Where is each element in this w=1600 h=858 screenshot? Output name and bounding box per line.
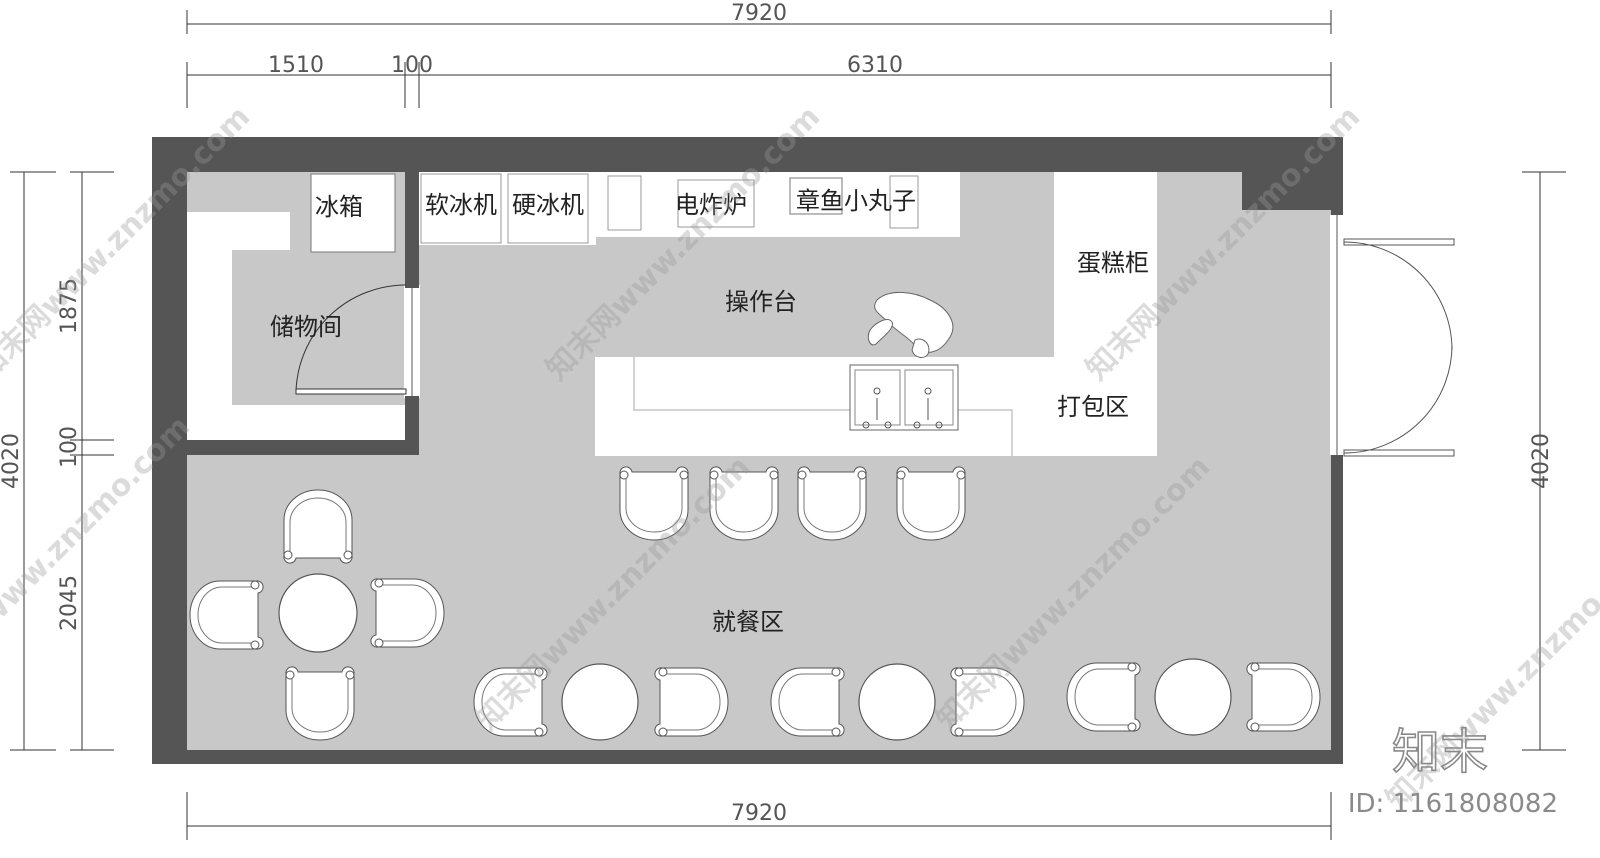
floor (187, 172, 1331, 750)
dim-left-wall: 100 (57, 426, 82, 468)
dim-right-total: 4020 (1529, 433, 1554, 489)
entrance-doors (1343, 238, 1455, 457)
chair (1066, 662, 1141, 732)
fridge (310, 173, 396, 253)
watermark-id: ID: 1161808082 (1348, 789, 1558, 819)
dim-left-total: 4020 (0, 433, 24, 489)
dim-bottom-total: 7920 (731, 801, 787, 826)
dim-top-right: 6310 (847, 53, 903, 78)
dim-top-wall: 100 (391, 53, 433, 78)
round-table (278, 573, 358, 653)
label-electric-fryer: 电炸炉 (675, 191, 747, 219)
front-counter (595, 357, 1157, 456)
chair (189, 580, 264, 650)
dim-top-left: 1510 (268, 53, 324, 78)
table-set-1 (473, 663, 729, 741)
label-workbench: 操作台 (725, 288, 797, 316)
sink (849, 364, 959, 431)
cake-cabinet (1054, 172, 1157, 357)
round-table (858, 663, 936, 741)
round-table (1154, 658, 1232, 736)
label-takoyaki: 章鱼小丸子 (796, 187, 916, 215)
chair (770, 667, 845, 737)
worker-figure (867, 292, 954, 358)
round-table (561, 663, 639, 741)
chair (896, 466, 966, 541)
dim-left-upper: 1875 (57, 278, 82, 334)
label-fridge: 冰箱 (315, 193, 363, 221)
wall-notch (1242, 172, 1343, 210)
chair (797, 466, 867, 541)
chair (654, 667, 729, 737)
dimension-lines (10, 10, 1566, 840)
back-counter (419, 172, 960, 245)
round-table-group-left (189, 489, 445, 741)
label-hard-ice-machine: 硬冰机 (512, 191, 584, 219)
label-storage: 储物间 (270, 313, 342, 341)
label-cake-cabinet: 蛋糕柜 (1077, 249, 1149, 277)
label-packing-area: 打包区 (1057, 393, 1129, 421)
chair (283, 489, 353, 564)
label-dining-area: 就餐区 (712, 608, 784, 636)
chair (285, 666, 355, 741)
table-set-2 (770, 663, 1025, 741)
table-set-3 (1066, 658, 1321, 736)
chair (370, 578, 445, 648)
dim-left-lower: 2045 (57, 575, 82, 631)
label-soft-ice-machine: 软冰机 (425, 191, 497, 219)
watermark-logo: 知末 (1392, 724, 1488, 780)
chair (1246, 662, 1321, 732)
storage-room (187, 172, 420, 455)
dim-top-total: 7920 (731, 1, 787, 26)
